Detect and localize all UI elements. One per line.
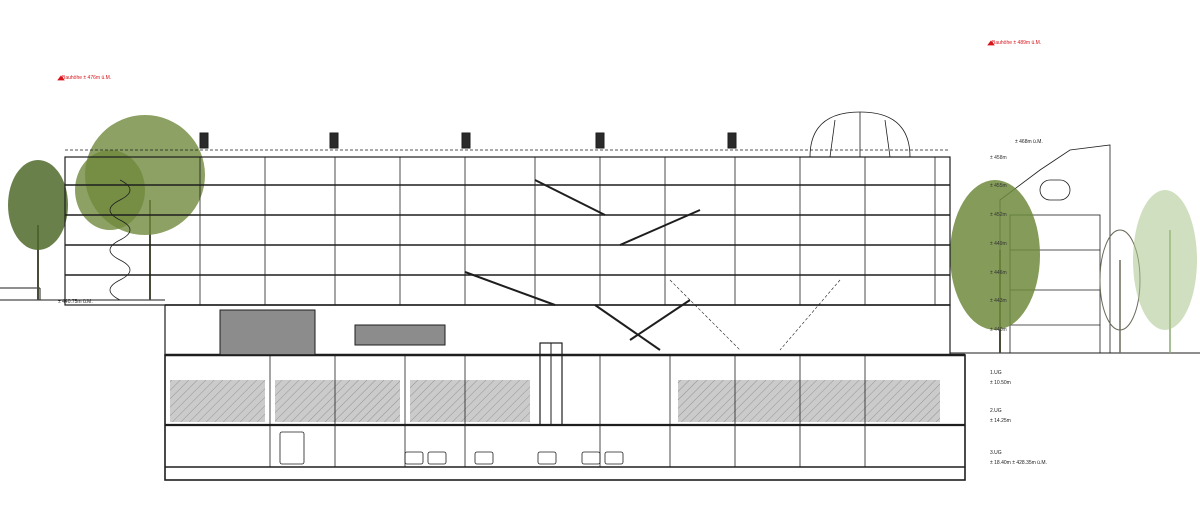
tree-left-2	[75, 115, 205, 300]
basement-hatch-4	[678, 380, 940, 422]
escalators	[464, 179, 701, 351]
left-height-label: Bauhöhe ± 476m ü.M.	[62, 75, 112, 81]
floor-level-label: ± 440m	[990, 327, 1007, 333]
basement-columns	[269, 355, 866, 467]
basement-hatch-1	[170, 380, 265, 422]
floor-level-label: ± 458m	[990, 155, 1007, 161]
spiral-stair	[109, 179, 131, 301]
floor-level-label: ± 449m	[990, 241, 1007, 247]
ug1-value: ± 10.50m	[990, 380, 1011, 386]
columns	[199, 157, 936, 305]
tree-right-3	[1133, 190, 1197, 353]
ug3-label: 3.UG	[990, 450, 1002, 456]
tree-left-1	[8, 160, 68, 300]
floor-level-label: ± 443m	[990, 298, 1007, 304]
roof-dome	[809, 111, 911, 158]
floor-level-label: ± 452m	[990, 212, 1007, 218]
roof-elements	[199, 132, 737, 149]
ground-left-label: ± 440.75m ü.M.	[58, 299, 93, 305]
roof-level-label: ± 468m ü.M.	[1015, 139, 1043, 145]
tree-right-1	[950, 180, 1040, 353]
basement	[164, 342, 966, 481]
basement-hatch-2	[275, 380, 400, 422]
ug1-label: 1.UG	[990, 370, 1002, 376]
ug2-value: ± 14.25m	[990, 418, 1011, 424]
level-markers	[57, 40, 995, 81]
ug3-value: ± 18.40m ± 428.35m ü.M.	[990, 460, 1047, 466]
ground-hall	[164, 279, 965, 357]
basement-hatch-3	[410, 380, 530, 422]
floor-level-label: ± 446m	[990, 270, 1007, 276]
ug2-label: 2.UG	[990, 408, 1002, 414]
floor-level-label: ± 455m	[990, 183, 1007, 189]
parking-cars	[279, 431, 624, 465]
right-height-label: Bauhöhe ± 489m ü.M.	[992, 40, 1042, 46]
